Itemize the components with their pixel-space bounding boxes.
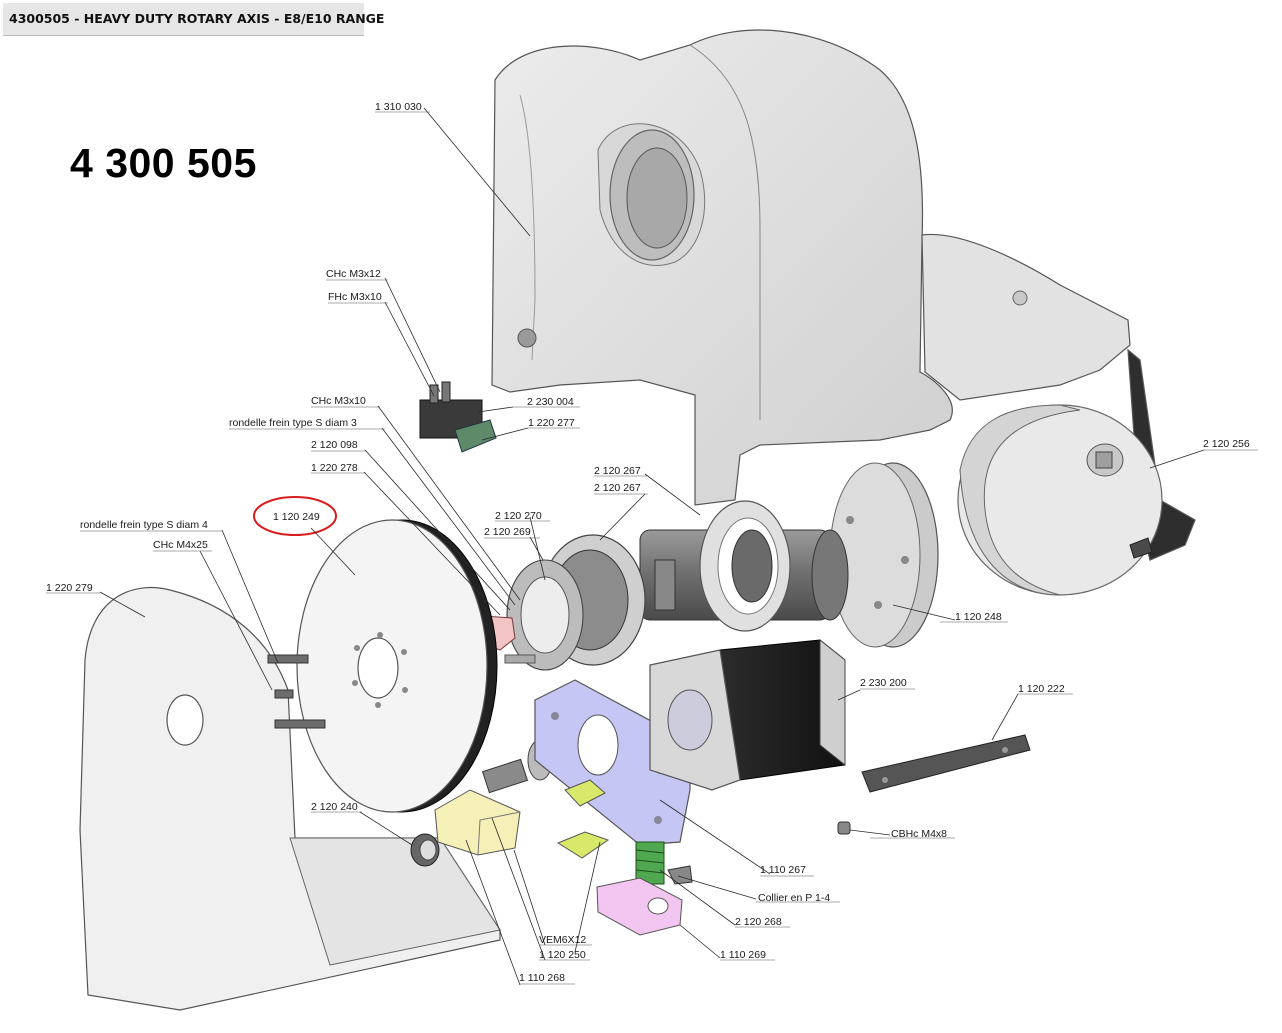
- callout-labels: 1 310 030 CHc M3x12 FHc M3x10 CHc M3x10 …: [46, 101, 1258, 985]
- callout-1220278: 1 220 278: [311, 462, 358, 474]
- callout-collier: Collier en P 1-4: [758, 892, 830, 904]
- header-title: 4300505 - HEAVY DUTY ROTARY AXIS - E8/E1…: [9, 11, 385, 26]
- toothed-pulley: [296, 519, 498, 813]
- callout-2120267-a: 2 120 267: [594, 465, 641, 477]
- callout-2120256: 2 120 256: [1203, 438, 1250, 450]
- flange: [829, 462, 939, 648]
- callout-2120098: 2 120 098: [311, 439, 358, 451]
- callout-rondelle-s4: rondelle frein type S diam 4: [80, 519, 208, 531]
- callout-1310030: 1 310 030: [375, 101, 422, 113]
- callout-1120222: 1 120 222: [1018, 683, 1065, 695]
- callout-cbhc-m4x8: CBHc M4x8: [891, 828, 947, 840]
- part-number-title: 4 300 505: [70, 140, 257, 186]
- green-screws: [556, 779, 610, 859]
- button-screw: [837, 821, 851, 835]
- callout-1220279: 1 220 279: [46, 582, 93, 594]
- sensor-switch: [419, 381, 497, 453]
- callout-chc-m4x25: CHc M4x25: [153, 539, 208, 551]
- callout-1110268: 1 110 268: [519, 972, 565, 984]
- small-bearing: [410, 833, 440, 867]
- callout-2120240: 2 120 240: [311, 801, 358, 813]
- callout-1120249: 1 120 249: [273, 511, 320, 523]
- callout-rondelle-s3: rondelle frein type S diam 3: [229, 417, 357, 429]
- callout-2120269: 2 120 269: [484, 526, 531, 538]
- callout-1120250: 1 120 250: [539, 949, 586, 961]
- callout-2120267-b: 2 120 267: [594, 482, 641, 494]
- leader-lines: [99, 107, 1205, 986]
- bearing-right: [699, 500, 791, 632]
- spring: [635, 841, 665, 885]
- callout-2230004: 2 230 004: [527, 396, 574, 408]
- callout-2120268: 2 120 268: [735, 916, 782, 928]
- pink-block: [596, 877, 683, 936]
- callout-2230200: 2 230 200: [860, 677, 907, 689]
- chuck: [957, 404, 1163, 596]
- flat-bar: [861, 734, 1031, 793]
- callout-chc-m3x12: CHc M3x12: [326, 268, 381, 280]
- callout-1110267: 1 110 267: [760, 864, 806, 876]
- callout-vem6x12: VEM6X12: [539, 934, 586, 946]
- callout-1120248: 1 120 248: [955, 611, 1002, 623]
- p-clamp: [667, 865, 693, 885]
- housing-casting: [491, 29, 1196, 561]
- callout-2120270: 2 120 270: [495, 510, 542, 522]
- callout-1110269: 1 110 269: [720, 949, 766, 961]
- callout-chc-m3x10: CHc M3x10: [311, 395, 366, 407]
- stepper-motor: [649, 638, 846, 791]
- cover-plate: [79, 586, 501, 1011]
- header-bar: 4300505 - HEAVY DUTY ROTARY AXIS - E8/E1…: [3, 3, 384, 36]
- bearing-assembly: [504, 534, 646, 671]
- yellow-block: [434, 789, 521, 856]
- highlight-ellipse: [253, 496, 337, 536]
- callout-1220277: 1 220 277: [528, 417, 575, 429]
- callout-fhc-m3x10: FHc M3x10: [328, 291, 382, 303]
